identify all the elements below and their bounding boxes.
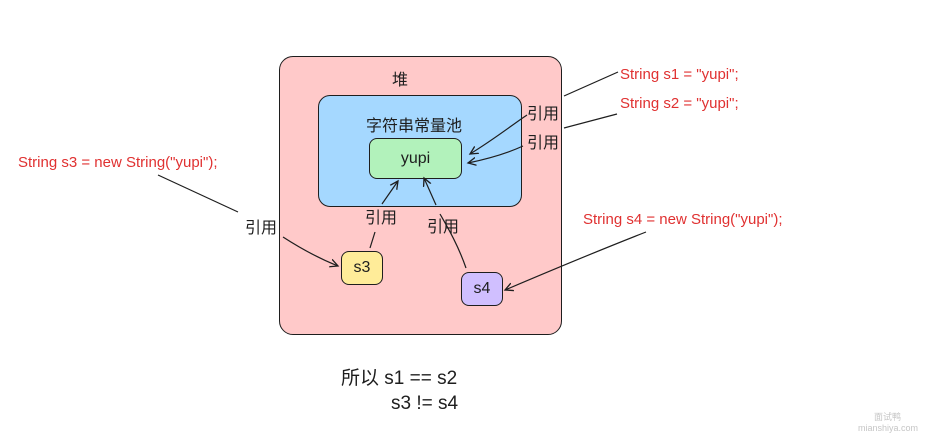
s4-object-label: s4 — [473, 280, 491, 297]
edge-label-s4-literal: 引用 — [427, 219, 460, 236]
heap-title: 堆 — [392, 72, 409, 89]
code-s3: String s3 = new String("yupi"); — [18, 154, 218, 171]
code-s2: String s2 = "yupi"; — [620, 95, 739, 112]
s1-leader-line — [563, 71, 619, 97]
code-s1: String s1 = "yupi"; — [620, 66, 739, 83]
yupi-literal-node: yupi — [369, 138, 462, 179]
s4-to-yupi-arrow-upper — [424, 178, 437, 206]
s2-ref-arrow — [468, 145, 524, 163]
watermark-line-1: 面试鸭 — [874, 412, 902, 422]
code-s4: String s4 = new String("yupi"); — [583, 211, 783, 228]
watermark-line-2: mianshiya.com — [858, 423, 919, 433]
s3-to-yupi-arrow — [369, 231, 376, 249]
edge-label-s3-literal: 引用 — [365, 210, 398, 227]
string-constant-pool-title: 字符串常量池 — [366, 118, 463, 135]
edge-label-s2: 引用 — [527, 135, 560, 152]
s3-object-node: s3 — [341, 251, 383, 285]
yupi-literal-label: yupi — [400, 149, 431, 167]
s4-to-yupi-arrow — [439, 213, 467, 269]
s4-object-node: s4 — [461, 272, 503, 306]
s3-code-arrow — [282, 236, 338, 266]
conclusion-line-1: 所以 s1 == s2 — [341, 368, 458, 389]
edge-label-s1: 引用 — [527, 106, 560, 123]
s1-ref-arrow — [470, 114, 528, 154]
conclusion-line-2: s3 != s4 — [391, 393, 459, 414]
s3-code-line — [157, 174, 239, 213]
s3-object-label: s3 — [353, 259, 371, 276]
edge-label-s3-code: 引用 — [245, 220, 278, 237]
s3-to-yupi-arrow-upper — [381, 181, 398, 205]
s2-leader-line — [563, 113, 618, 129]
string-constant-pool-box — [318, 95, 522, 207]
s4-code-arrow — [505, 231, 647, 290]
